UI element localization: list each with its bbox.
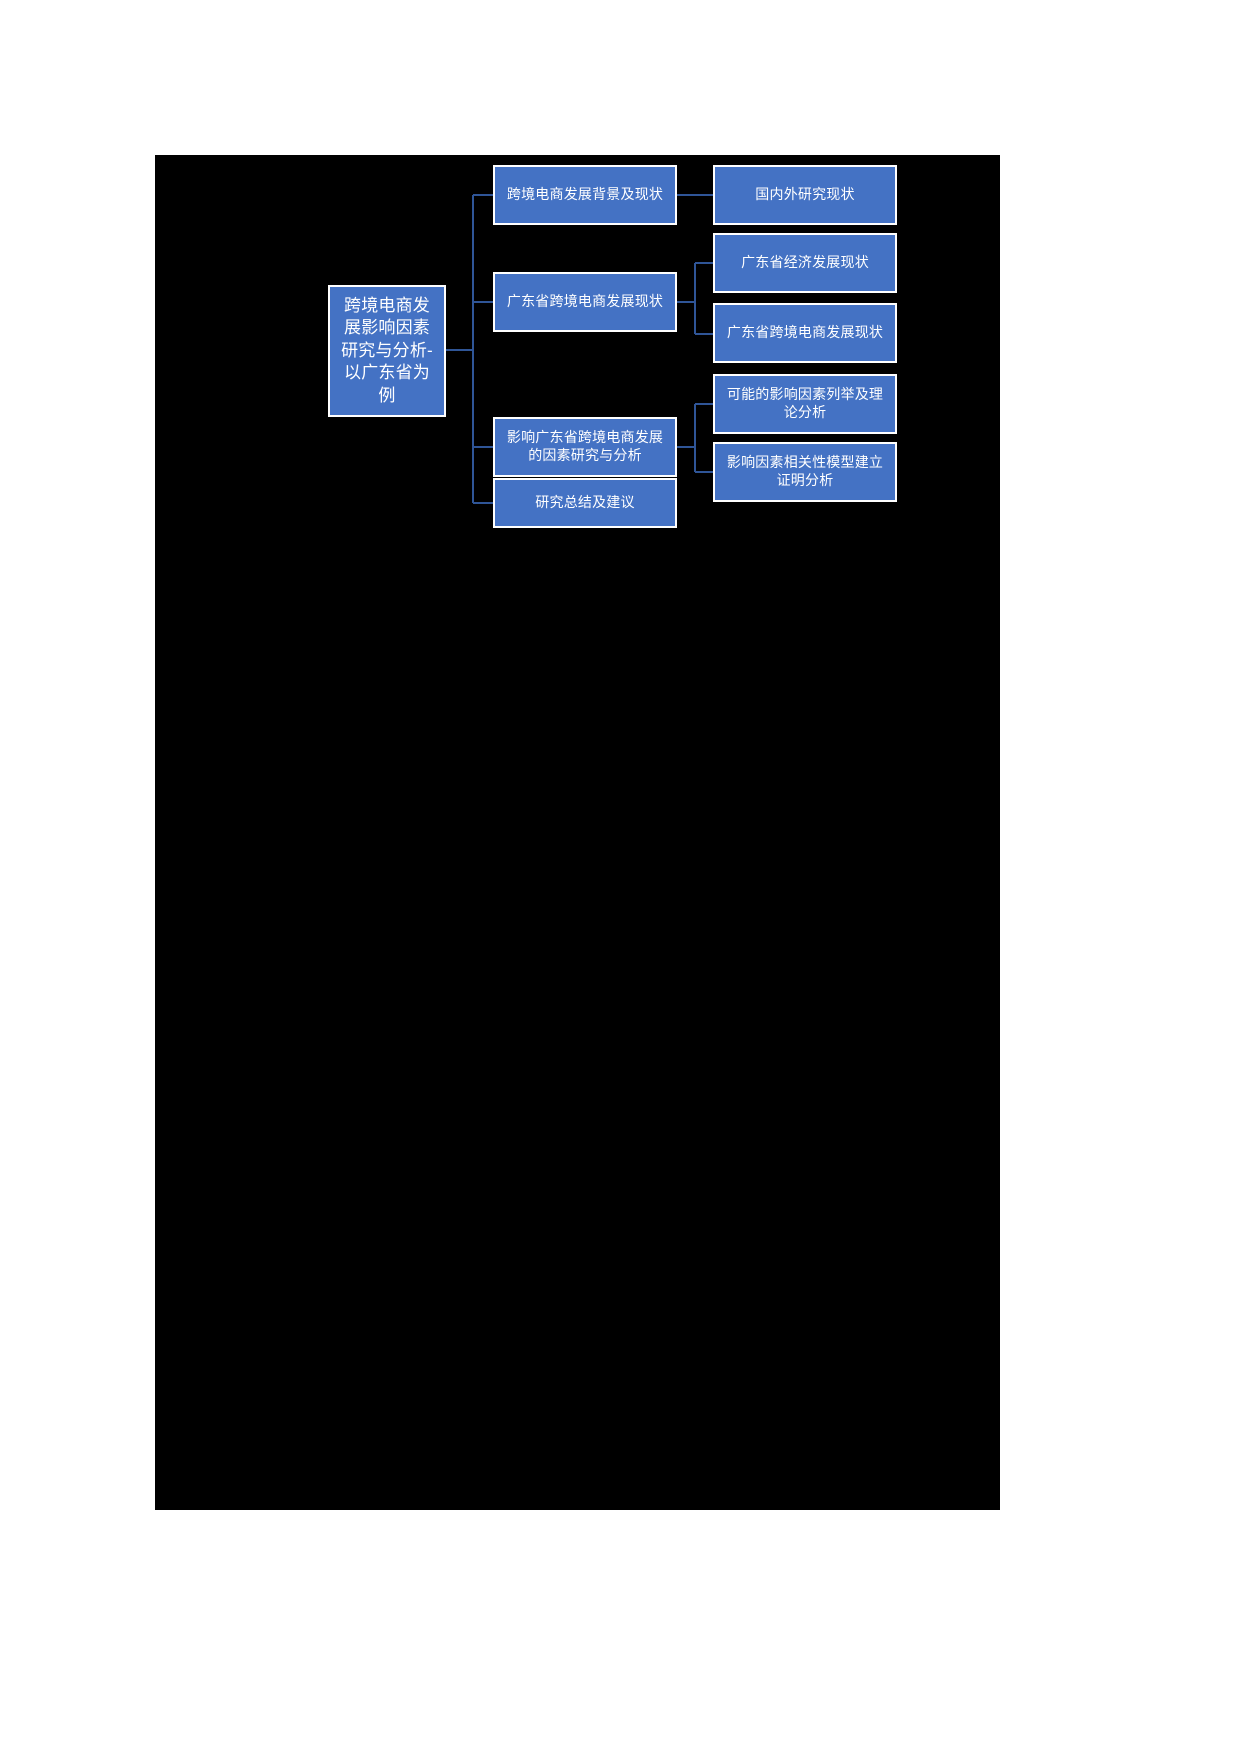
node-branch-3-child-2[interactable]: 影响因素相关性模型建立证明分析 xyxy=(713,442,897,502)
node-root-label: 跨境电商发展影响因素研究与分析-以广东省为例 xyxy=(341,295,433,405)
node-branch-3-child-1[interactable]: 可能的影响因素列举及理论分析 xyxy=(713,374,897,434)
node-branch-2-child-1-label: 广东省经济发展现状 xyxy=(741,254,869,271)
node-branch-2-label: 广东省跨境电商发展现状 xyxy=(506,293,664,310)
node-branch-2[interactable]: 广东省跨境电商发展现状 xyxy=(493,272,677,332)
node-branch-1-child-1[interactable]: 国内外研究现状 xyxy=(713,165,897,225)
node-root[interactable]: 跨境电商发展影响因素研究与分析-以广东省为例 xyxy=(328,285,446,417)
diagram-canvas: 跨境电商发展影响因素研究与分析-以广东省为例 跨境电商发展背景及现状 广东省跨境… xyxy=(155,155,1000,1510)
node-branch-3[interactable]: 影响广东省跨境电商发展的因素研究与分析 xyxy=(493,417,677,477)
node-branch-4-label: 研究总结及建议 xyxy=(535,494,635,511)
node-branch-1-child-1-label: 国内外研究现状 xyxy=(755,186,855,203)
node-branch-3-label: 影响广东省跨境电商发展的因素研究与分析 xyxy=(506,429,664,463)
node-branch-2-child-2-label: 广东省跨境电商发展现状 xyxy=(726,324,884,341)
node-branch-1-label: 跨境电商发展背景及现状 xyxy=(506,186,664,203)
node-branch-4[interactable]: 研究总结及建议 xyxy=(493,478,677,528)
node-branch-2-child-2[interactable]: 广东省跨境电商发展现状 xyxy=(713,303,897,363)
node-branch-3-child-1-label: 可能的影响因素列举及理论分析 xyxy=(726,386,884,420)
node-branch-3-child-2-label: 影响因素相关性模型建立证明分析 xyxy=(726,454,884,488)
node-branch-1[interactable]: 跨境电商发展背景及现状 xyxy=(493,165,677,225)
node-branch-2-child-1[interactable]: 广东省经济发展现状 xyxy=(713,233,897,293)
